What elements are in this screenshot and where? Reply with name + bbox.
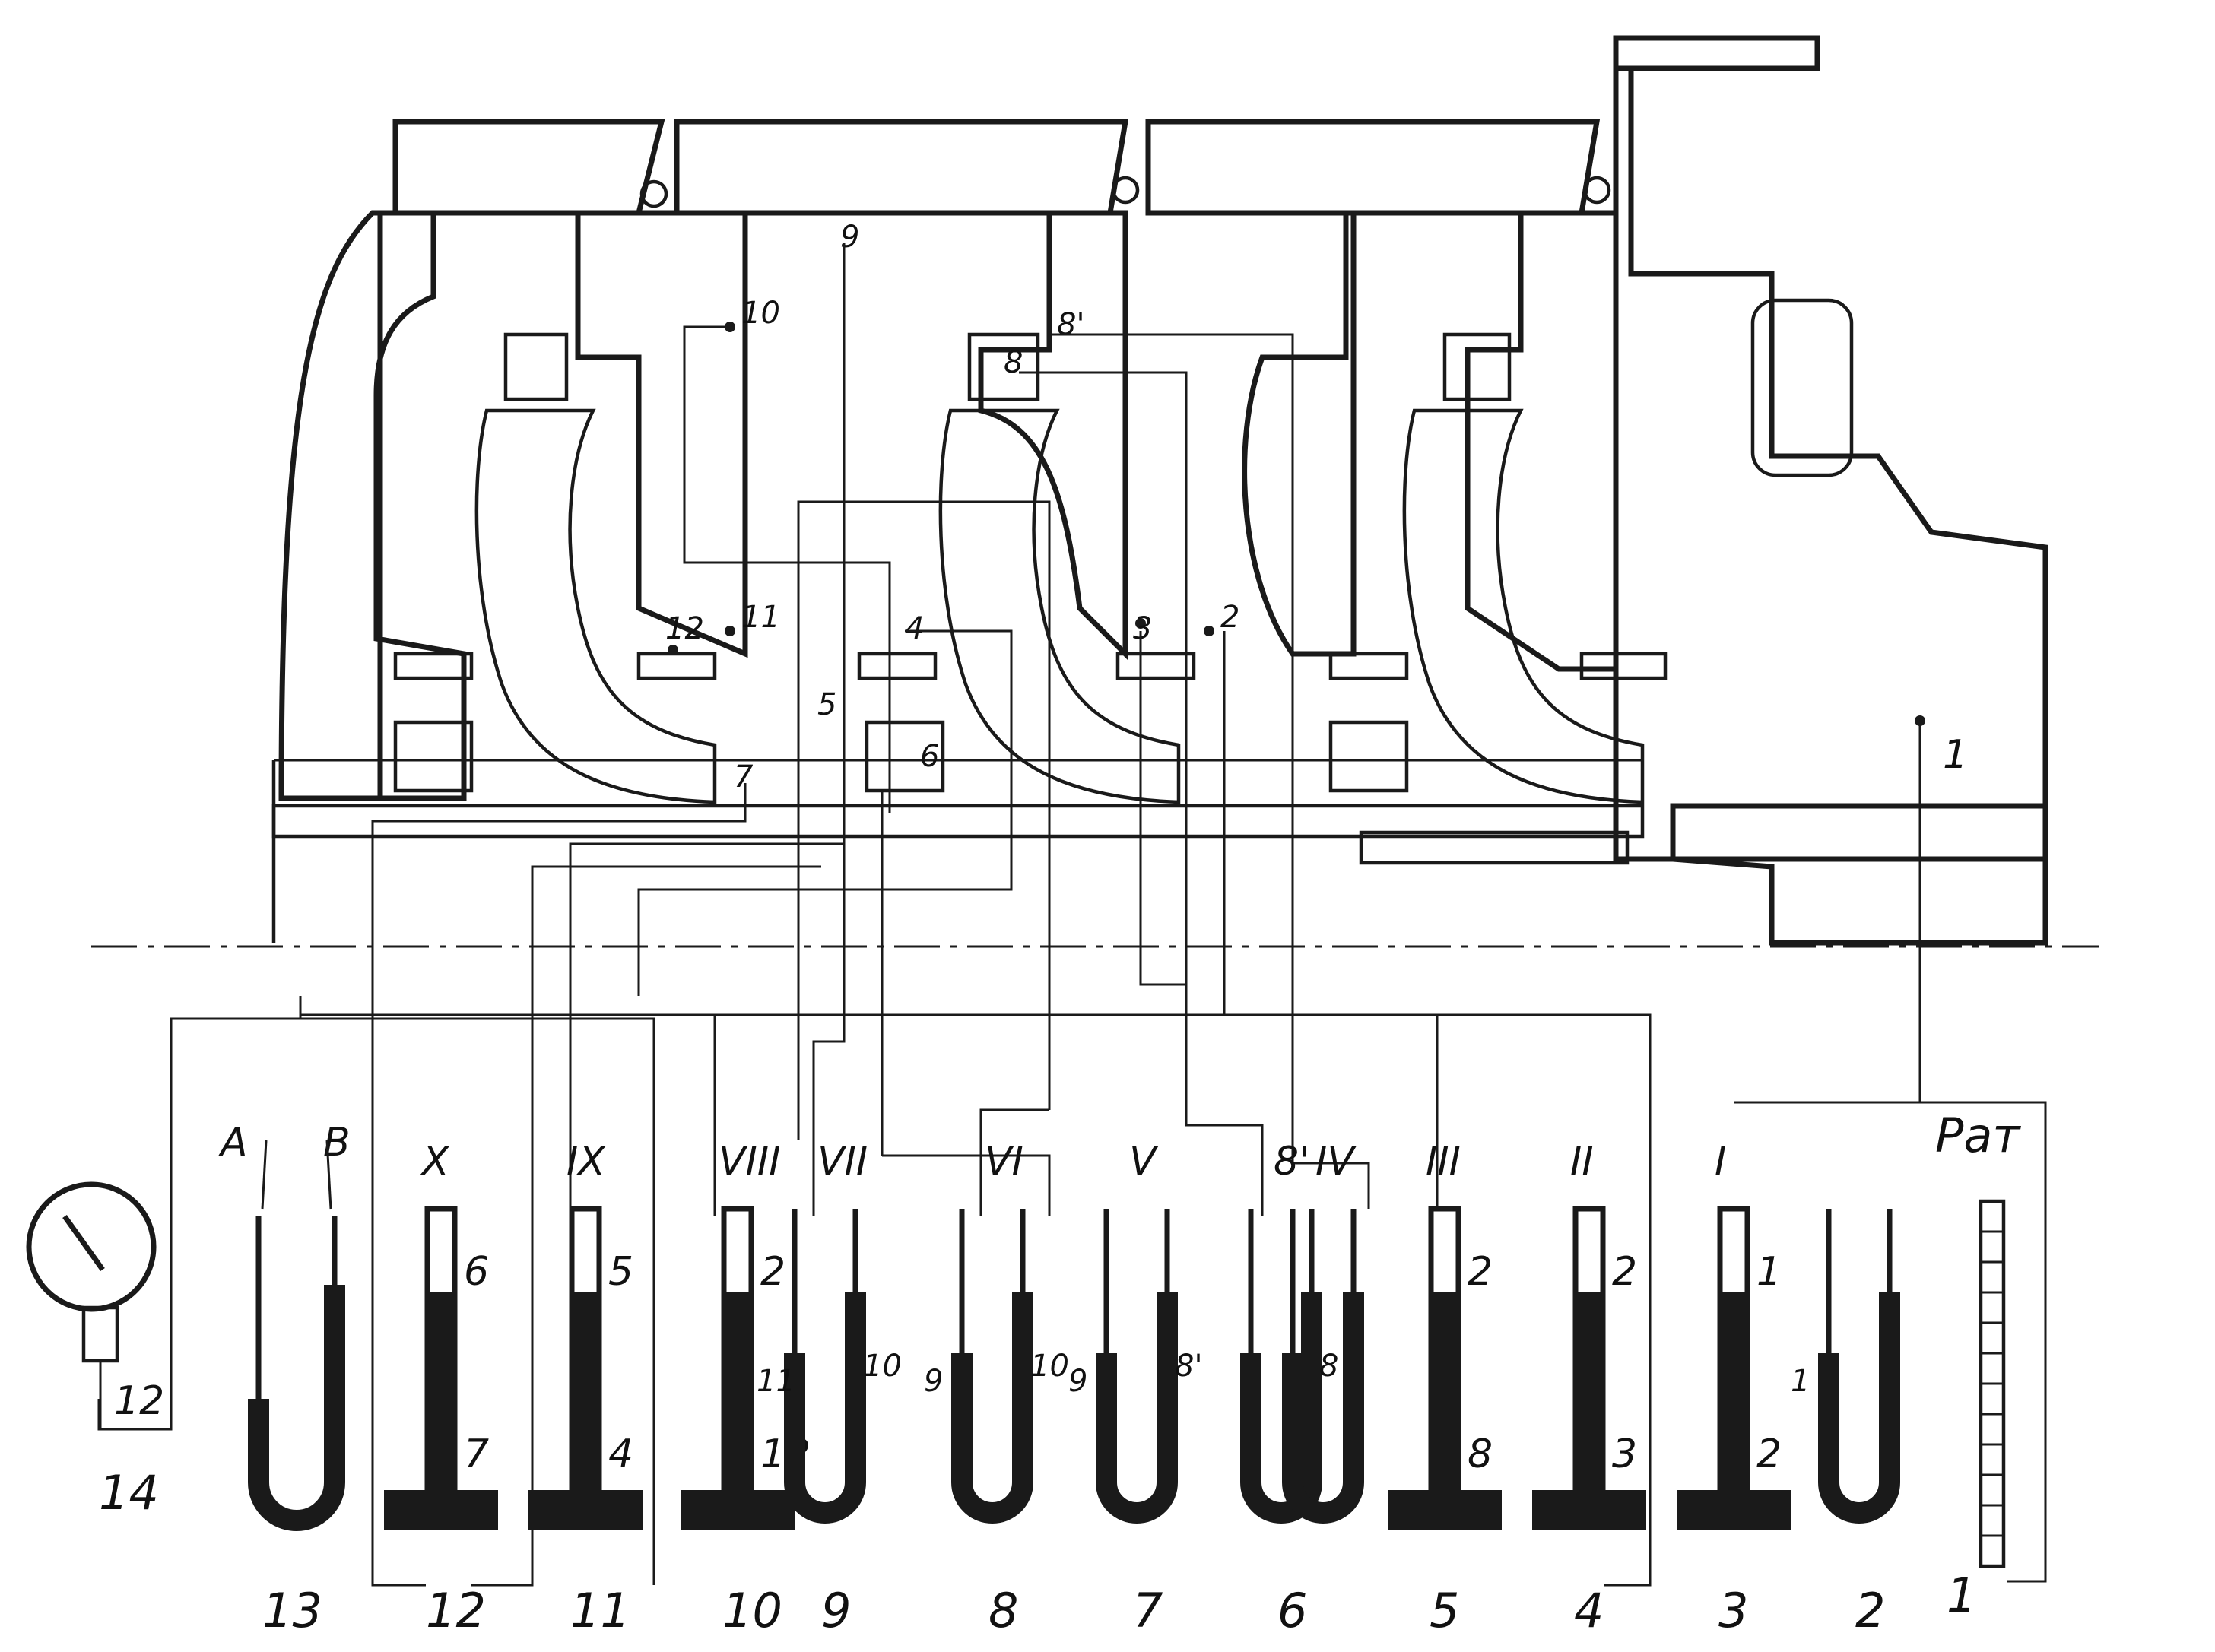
inlet-a-label: A [218,1120,248,1165]
instrument-1-top-label: 5 [608,1249,633,1295]
instrument-1-well [528,1490,643,1530]
instrument-8-bottom-label: 8 [1468,1432,1493,1477]
instrument-11-left-label: 1 [1791,1364,1810,1399]
instrument-8-roman-label: III [1426,1139,1461,1184]
point-8-label: 8 [1004,345,1023,380]
instrument-3-roman-label: VII [817,1139,868,1184]
gauge-number: 14 [99,1465,159,1520]
instrument-10-fluid [1720,1292,1747,1498]
instrument-2-roman-label: VIII [719,1139,781,1184]
instrument-6-number: 6 [1277,1583,1307,1638]
instrument-0-roman-label: X [420,1139,450,1184]
instrument-5-number: 7 [1133,1583,1163,1638]
instrument-9-roman-label: II [1570,1139,1594,1184]
point-3-label: 3 [1133,611,1152,646]
instrument-10-top-label: 1 [1756,1249,1782,1295]
atmospheric-pressure-label: Pат [1935,1108,2021,1163]
instrument-4-number: 8 [988,1583,1018,1638]
instrument-0-bottom-label: 7 [464,1432,489,1477]
instrument-0-number: 12 [426,1583,486,1638]
instrument-13-number: 13 [262,1583,322,1638]
point-12-label: 12 [665,611,704,646]
instrument-4-fluid [951,1292,1033,1524]
point-8prime-label: 8' [1057,307,1084,342]
point-11-label: 11 [741,600,780,635]
pump-casing [91,35,2099,948]
u-tube-13: A B 13 [218,1120,351,1638]
instrument-4-left-label: 9 [924,1364,943,1399]
instrument-9-bottom-label: 3 [1612,1432,1637,1477]
instrument-5-right-label: 8' [1175,1349,1202,1384]
instrument-8-fluid [1431,1292,1458,1498]
instrument-2-number: 10 [722,1583,782,1638]
instrument-0-top-label: 6 [464,1249,489,1295]
instrument-5-fluid [1096,1292,1178,1524]
gauge-tube-label: 12 [114,1378,164,1424]
instrument-1-number: 11 [570,1583,630,1638]
instrument-8-number: 5 [1430,1583,1459,1638]
instrument-2-well [681,1490,795,1530]
instrument-8-top-label: 2 [1468,1249,1493,1295]
instrument-5-roman-label: V [1129,1139,1159,1184]
point-2-label: 2 [1220,600,1239,635]
instrument-10-number: 3 [1718,1583,1748,1638]
instrument-9-number: 4 [1574,1583,1604,1638]
point-10-label: 10 [741,296,780,331]
instrument-0-well [384,1490,498,1530]
instrument-10-bottom-label: 2 [1756,1432,1782,1477]
point-5-label: 5 [817,687,836,722]
instrument-1-bottom-label: 4 [608,1432,633,1477]
scale-ruler: 1 Pат [1935,1108,2021,1623]
instrument-9-well [1532,1490,1646,1530]
instrument-0-fluid [427,1292,455,1498]
instrument-7-fluid [1282,1292,1364,1524]
instrument-6-fluid [1240,1292,1322,1524]
instrument-10-roman-label: I [1715,1139,1726,1184]
point-1-label: 1 [1943,732,1968,778]
instrument-3-fluid [784,1292,866,1524]
instrument-2-top-label: 2 [760,1249,785,1295]
instrument-3-number: 9 [821,1583,851,1638]
instrument-6-right-label: 8 [1319,1349,1338,1384]
point-6-label: 6 [920,739,939,774]
instrument-1-roman-label: IX [566,1139,606,1184]
instrument-4-roman-label: VI [985,1139,1023,1184]
instrument-1-fluid [572,1292,599,1498]
instrument-4-right-label: 10 [1030,1349,1069,1384]
instrument-9-fluid [1576,1292,1603,1498]
impulse-lines [97,243,2047,1587]
instrument-8-well [1388,1490,1502,1530]
pressure-gauge: 12 14 [26,1181,164,1520]
instrument-7-roman-label: IV [1315,1139,1357,1184]
instrument-5-left-label: 9 [1068,1364,1087,1399]
instrument-9-top-label: 2 [1612,1249,1637,1295]
measurement-points: 1 2 3 4 5 6 7 8 8' 9 10 11 12 [665,220,1968,794]
instrument-3-left-label: 11 [757,1364,795,1399]
instrument-10-well [1677,1490,1791,1530]
instrument-3-right-label: 10 [863,1349,902,1384]
scale-number: 1 [1947,1568,1976,1623]
point-4-label: 4 [905,611,924,646]
point-7-label: 7 [734,759,754,794]
instrument-2-fluid [724,1292,751,1498]
instrument-6-roman-label: 8' [1274,1139,1309,1184]
instrument-11-number: 2 [1855,1583,1885,1638]
instrument-11-fluid [1818,1292,1900,1524]
